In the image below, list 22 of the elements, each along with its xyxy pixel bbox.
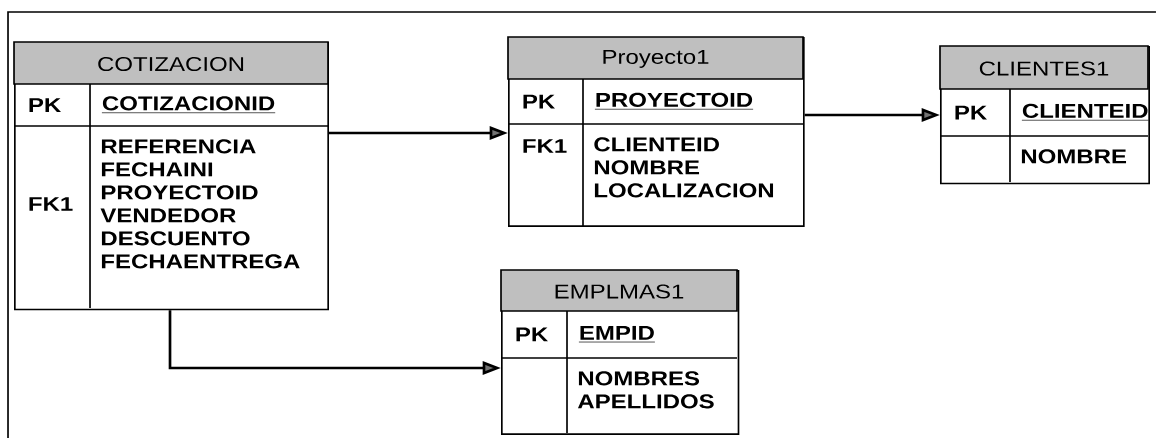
key-label: PK (516, 327, 548, 342)
entity-table (507, 36, 805, 227)
field-list: NOMBRE (1021, 149, 1127, 164)
field-list: REFERENCIA FECHAINI PROYECTOID VENDEDOR DESCUENTO FECHAENTREGA (100, 139, 300, 269)
primary-key-field: COTIZACIONID (101, 96, 276, 114)
key-label: PK (523, 94, 555, 109)
table-header: COTIZACION (13, 41, 329, 85)
primary-key-field: PROYECTOID (594, 92, 754, 110)
field-list: NOMBRES APELLIDOS (577, 371, 714, 409)
primary-key-field: EMPID (578, 325, 656, 343)
key-label: FK1 (523, 139, 567, 153)
key-label: PK (29, 98, 61, 112)
entity-table (13, 41, 329, 311)
table-header: Proyecto1 (507, 36, 804, 80)
key-label: PK (955, 105, 987, 120)
entity-table (939, 45, 1150, 185)
table-header: CLIENTES1 (939, 45, 1149, 90)
table-header: EMPLMAS1 (500, 269, 738, 312)
entity-table (500, 269, 740, 435)
key-label: FK1 (29, 197, 73, 211)
field-list: CLIENTEID NOMBRE LOCALIZACION (594, 137, 774, 198)
primary-key-field: CLIENTEID (1021, 103, 1149, 121)
